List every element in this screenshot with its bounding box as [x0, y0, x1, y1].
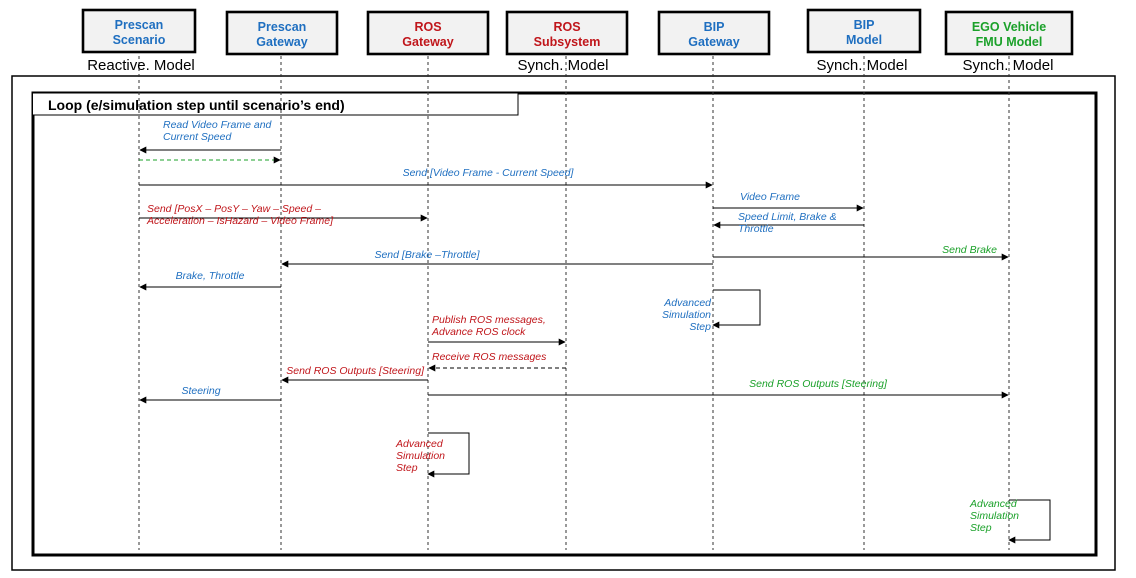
- message-label: Send [Brake –Throttle]: [374, 249, 480, 261]
- lifeline-title-line2: Model: [846, 33, 882, 47]
- message-label: Step: [970, 522, 992, 534]
- loop-frame: [31, 91, 1098, 557]
- message-label: Acceleration – IsHazard – Video Frame]: [146, 215, 334, 227]
- lifeline-box: [657, 10, 771, 56]
- loop-title: Loop (e/simulation step until scenario’s…: [48, 97, 345, 113]
- lifeline-caption: Synch. Model: [817, 57, 908, 74]
- message-label: Read Video Frame and: [163, 119, 273, 131]
- lifeline-caption: Synch. Model: [963, 57, 1054, 74]
- message-label: Current Speed: [163, 131, 232, 143]
- message-label: Brake, Throttle: [176, 270, 245, 282]
- lifeline-title-line1: Prescan: [258, 20, 307, 34]
- message-label: Send Brake: [942, 244, 997, 256]
- lifeline-box: [944, 10, 1074, 56]
- message-12: Send ROS Outputs [Steering]: [281, 365, 428, 384]
- message-2: Send [Video Frame - Current Speed]: [139, 167, 713, 189]
- message-label: Step: [689, 321, 711, 333]
- message-label: Speed Limit, Brake &: [738, 211, 837, 223]
- message-label: Send ROS Outputs [Steering]: [749, 378, 888, 390]
- message-label: Receive ROS messages: [432, 351, 547, 363]
- message-6: Send Brake: [713, 244, 1009, 261]
- lifeline-title-line2: Gateway: [402, 35, 453, 49]
- lifeline-title-line2: Scenario: [113, 33, 166, 47]
- message-label: Advanced: [395, 438, 444, 450]
- lifeline-box: [505, 10, 629, 56]
- lifeline-caption: Reactive. Model: [87, 57, 195, 74]
- message-11: Receive ROS messages: [428, 351, 566, 372]
- self-message-arrow: [427, 432, 470, 478]
- lifeline-title-line1: BIP: [704, 20, 725, 34]
- lifeline-box: [366, 10, 490, 56]
- lifeline-title-line1: ROS: [414, 20, 441, 34]
- lifeline-title-line1: BIP: [854, 18, 875, 32]
- outer-frame: [11, 75, 1116, 571]
- message-3: Send [PosX – PosY – Yaw – Speed –Acceler…: [139, 203, 428, 227]
- message-label: Send [PosX – PosY – Yaw – Speed –: [147, 203, 321, 215]
- message-label: Video Frame: [740, 191, 800, 203]
- message-13: Steering: [139, 385, 281, 404]
- message-5: Speed Limit, Brake &Throttle: [713, 211, 864, 235]
- message-label: Steering: [181, 385, 220, 397]
- message-14: Send ROS Outputs [Steering]: [428, 378, 1009, 399]
- lifeline-box: [806, 8, 922, 54]
- message-8: Brake, Throttle: [139, 270, 281, 291]
- message-10: Publish ROS messages,Advance ROS clock: [428, 314, 566, 346]
- self-message-arrow: [712, 289, 761, 329]
- message-label: Send ROS Outputs [Steering]: [286, 365, 425, 377]
- message-label: Advanced: [969, 498, 1018, 510]
- lifeline-title-line2: FMU Model: [976, 35, 1043, 49]
- message-label: Throttle: [738, 223, 774, 235]
- lifeline-title-line2: Gateway: [256, 35, 307, 49]
- lifeline-caption: Synch. Model: [518, 57, 609, 74]
- loop-title-tab: [33, 92, 519, 116]
- message-label: Advanced: [663, 297, 712, 309]
- lifeline-box: [81, 8, 197, 54]
- lifeline-title-line1: ROS: [553, 20, 580, 34]
- message-4: Video Frame: [713, 191, 864, 212]
- message-label: Simulation: [662, 309, 711, 321]
- message-label: Simulation: [970, 510, 1019, 522]
- message-label: Send [Video Frame - Current Speed]: [403, 167, 575, 179]
- message-label: Simulation: [396, 450, 445, 462]
- message-7: Send [Brake –Throttle]: [281, 249, 713, 268]
- self-message-arrow: [1008, 499, 1051, 544]
- lifeline-title-line2: Gateway: [688, 35, 739, 49]
- lifeline-title-line1: Prescan: [115, 18, 164, 32]
- message-label: Step: [396, 462, 418, 474]
- lifeline-box: [225, 10, 339, 56]
- lifeline-title-line2: Subsystem: [534, 35, 601, 49]
- message-label: Advance ROS clock: [431, 326, 526, 338]
- lifeline-title-line1: EGO Vehicle: [972, 20, 1046, 34]
- message-label: Publish ROS messages,: [432, 314, 546, 326]
